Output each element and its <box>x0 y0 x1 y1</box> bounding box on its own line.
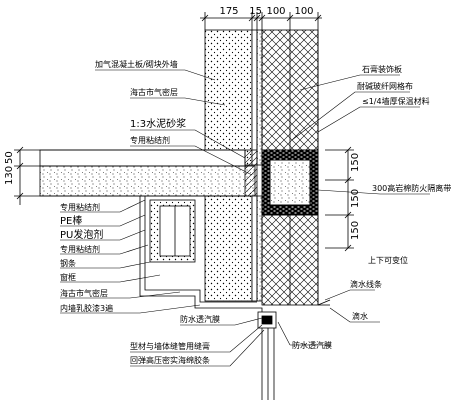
label-tolerance: 上下可变位 <box>368 255 408 265</box>
right-dimension <box>325 146 354 252</box>
label-gas-seal-layer: 海古市气密层 <box>130 87 178 97</box>
dim-left-2: 50 <box>4 151 15 164</box>
label-left-lower-2: PE棒 <box>60 214 82 227</box>
label-aerated-block-wall: 加气混凝土板/砌块外墙 <box>95 59 178 69</box>
leader-lines <box>60 69 430 367</box>
label-left-lower-4: 专用粘结剂 <box>60 244 100 254</box>
label-drip: 滴水 <box>352 311 368 321</box>
label-cement-mortar: 1:3水泥砂浆 <box>130 117 186 130</box>
label-left-lower-6: 窗框 <box>60 272 76 282</box>
left-dimension <box>14 146 40 205</box>
dim-top-2: 15 <box>249 6 262 17</box>
label-left-lower-5: 钢条 <box>60 258 76 268</box>
lower-wall <box>204 30 319 306</box>
floor-slab <box>39 149 258 197</box>
label-profile-wall-sealant: 型材与墙体缝管用缝膏 <box>130 341 210 351</box>
label-fire-barrier: 300高岩棉防火隔离带 <box>372 183 451 193</box>
top-dimension <box>200 12 322 30</box>
label-special-adhesive-top: 专用粘结剂 <box>130 135 170 145</box>
dim-top-4: 100 <box>294 6 313 17</box>
label-left-lower-7: 海古市气密层 <box>60 288 108 298</box>
label-insulation: ≤1/4墙厚保温材料 <box>362 96 430 106</box>
dim-right-3: 150 <box>350 221 361 240</box>
fire-barrier <box>261 149 319 216</box>
label-hollow-sealant: 回弹高压密实海绵胶条 <box>130 355 210 365</box>
label-left-lower-8: 内墙乳胶漆3遍 <box>60 303 113 313</box>
label-left-lower-1: 专用粘结剂 <box>60 202 100 212</box>
dim-top-3: 100 <box>266 6 285 17</box>
dim-right-1: 150 <box>350 153 361 172</box>
label-waterproof-breathable: 防水透汽膜 <box>180 314 220 324</box>
label-gypsum-board: 石膏装饰板 <box>362 64 402 74</box>
label-waterproof-vapor: 防水透汽膜 <box>292 340 332 350</box>
window-head <box>139 196 331 400</box>
label-fiberglass-mesh: 耐碱玻纤网格布 <box>357 81 413 91</box>
dim-right-2: 150 <box>350 189 361 208</box>
dim-left-1: 130 <box>4 166 15 185</box>
label-left-lower-3: PU发泡剂 <box>60 228 103 241</box>
dim-top-1: 175 <box>219 6 238 17</box>
label-drip-bead: 滴水线条 <box>350 279 382 289</box>
